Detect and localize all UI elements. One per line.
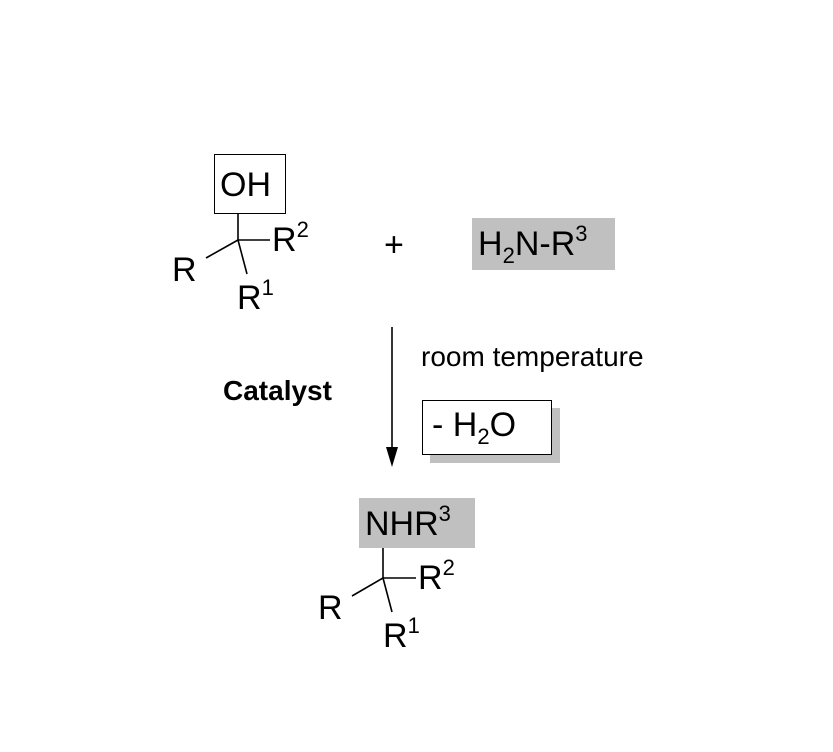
hydroxyl-label: OH [220,166,271,204]
plus-sign: + [384,226,404,264]
reactant-r-label: R [172,251,197,289]
water-loss-label: - H2O [432,406,517,449]
reactant-bond-r [205,239,239,259]
hydroxyl-box [214,154,286,214]
amine-label: H2N-R3 [478,221,588,268]
reaction-arrow-head [386,447,398,467]
product-nhr-label: NHR3 [365,501,451,543]
amine-group-highlight [359,498,475,548]
product-bond-r1 [382,577,393,613]
product-r2-label: R2 [418,555,455,597]
amine-highlight [472,218,615,270]
product-bond-r [351,577,384,597]
reactant-bond-r1 [237,239,248,275]
water-box [422,400,552,455]
reactant-r2-label: R2 [272,217,309,259]
product-r1-label: R1 [383,613,420,655]
reactant-r1-label: R1 [237,275,274,317]
product-r-label: R [318,589,343,627]
catalyst-label: Catalyst [223,375,332,406]
temperature-label: room temperature [421,341,644,372]
